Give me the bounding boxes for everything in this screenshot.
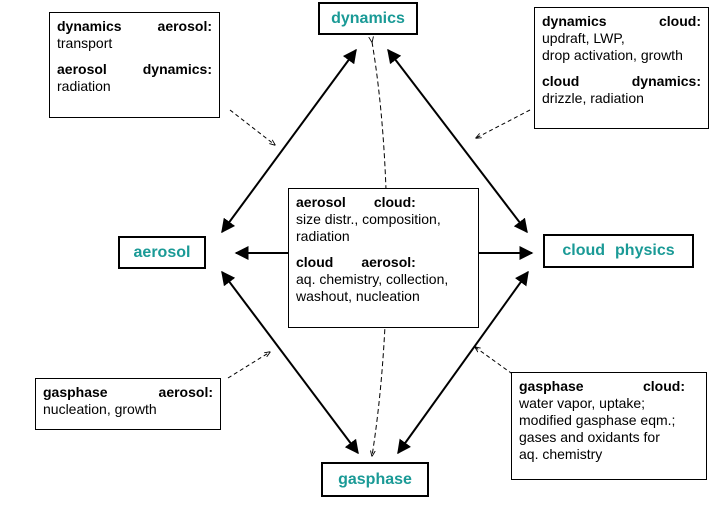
note-heading-to: cloud: [373, 194, 416, 210]
note-line: gases and oxidants for [519, 429, 660, 445]
note-line: drop activation, growth [542, 47, 683, 63]
node-cloud-physics: cloud physics [543, 234, 694, 268]
note-body: size distr., composition,radiation [296, 211, 471, 245]
note-heading: gasphase aerosol: [43, 384, 213, 401]
node-gasphase: gasphase [321, 462, 429, 497]
pointer-dyn-aer-note [229, 109, 275, 145]
note-heading: dynamics cloud: [542, 13, 701, 30]
note-heading-to: aerosol: [157, 18, 212, 34]
note-heading: gasphase cloud: [519, 378, 699, 395]
note-heading-to: cloud: [659, 13, 701, 29]
note-body: updraft, LWP,drop activation, growth [542, 30, 701, 64]
note-body: water vapor, uptake; modified gasphase e… [519, 395, 699, 463]
note-aerosol-cloud: aerosol cloud: size distr., composition,r… [288, 188, 479, 328]
note-heading-to: dynamics: [142, 61, 212, 77]
node-dynamics-label: dynamics [331, 9, 405, 27]
note-body: drizzle, radiation [542, 90, 644, 106]
node-cloud-physics-label-a: cloud [562, 242, 606, 259]
note-heading-from: dynamics [542, 13, 607, 29]
note-heading: aerosol dynamics: [57, 61, 212, 78]
arrow-aerosol-gasphase [221, 270, 359, 455]
note-line: size distr., composition, [296, 211, 441, 227]
note-heading: dynamics aerosol: [57, 18, 212, 35]
note-heading-from: aerosol [57, 61, 107, 77]
note-line: updraft, LWP, [542, 30, 625, 46]
node-cloud-physics-label-b: physics [615, 242, 675, 259]
note-body: nucleation, growth [43, 401, 157, 417]
node-dynamics: dynamics [318, 2, 418, 35]
note-heading-from: gasphase [519, 378, 584, 394]
note-gasphase-aerosol: gasphase aerosol: nucleation, growth [35, 378, 221, 430]
note-heading: aerosol cloud: [296, 194, 471, 211]
note-heading-from: gasphase [43, 384, 108, 400]
note-heading: cloud aerosol: [296, 254, 471, 271]
arrow-dynamics-cloud [387, 48, 528, 234]
note-dynamics-aerosol: dynamics aerosol: transport aerosol dynami… [49, 12, 220, 118]
note-line: radiation [296, 228, 350, 244]
arrow-cloud-gasphase [397, 270, 529, 455]
node-aerosol: aerosol [118, 236, 206, 269]
pointer-dyn-cloud-note [476, 109, 531, 138]
node-gasphase-label: gasphase [338, 470, 412, 488]
note-body: radiation [57, 78, 111, 94]
pointer-gas-cloud-note [475, 347, 519, 379]
note-heading-from: cloud [296, 254, 334, 270]
node-aerosol-label: aerosol [133, 243, 191, 261]
note-line: modified gasphase eqm.; [519, 412, 676, 428]
note-line: aq. chemistry [519, 446, 603, 462]
note-heading-from: cloud [542, 73, 580, 89]
note-body: aq. chemistry, collection,washout, nucle… [296, 271, 471, 305]
note-heading-to: dynamics: [631, 73, 701, 89]
note-line: aq. chemistry, collection, [296, 271, 449, 287]
note-line: washout, nucleation [296, 288, 420, 304]
pointer-gas-aer-note [227, 352, 270, 379]
note-dynamics-cloud: dynamics cloud: updraft, LWP,drop activat… [534, 7, 709, 129]
note-heading-to: aerosol: [158, 384, 213, 400]
arrow-aerosol-dynamics [221, 48, 357, 234]
note-heading: cloud dynamics: [542, 73, 701, 90]
note-line: water vapor, uptake; [519, 395, 646, 411]
note-heading-to: aerosol: [361, 254, 416, 270]
note-heading-from: aerosol [296, 194, 346, 210]
note-heading-to: cloud: [643, 378, 685, 394]
note-heading-from: dynamics [57, 18, 122, 34]
note-body: transport [57, 35, 113, 51]
note-gasphase-cloud: gasphase cloud: water vapor, uptake; modi… [511, 372, 707, 480]
